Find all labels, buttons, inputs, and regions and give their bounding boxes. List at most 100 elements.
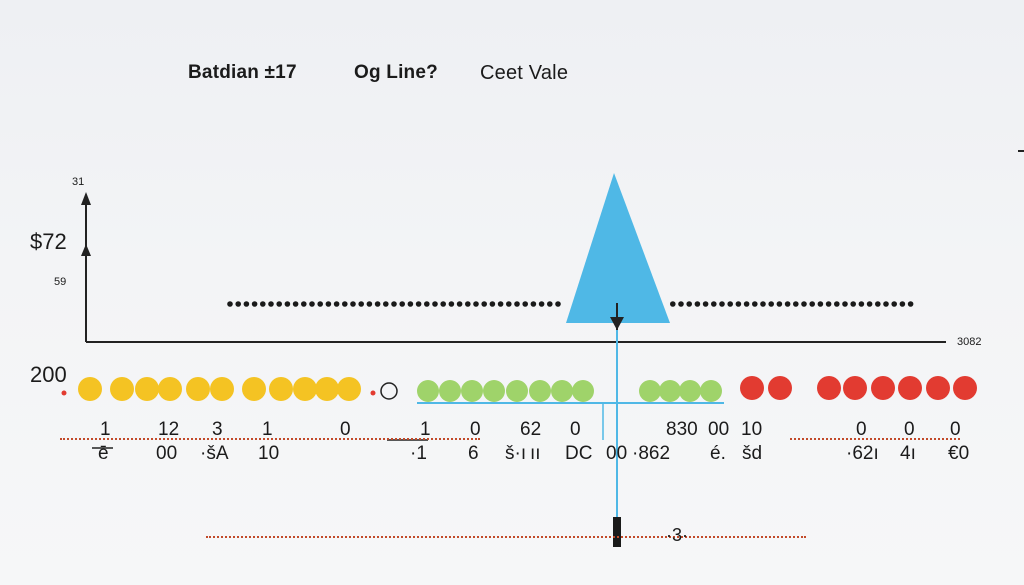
threshold-dot (514, 301, 520, 307)
threshold-dot (243, 301, 250, 307)
row-label-top: 1 (100, 419, 111, 440)
threshold-dot (760, 301, 766, 307)
threshold-dot (448, 301, 455, 307)
orange-dotted-row-top-right (790, 438, 960, 440)
row-label-bottom: ·62ı (846, 443, 879, 464)
threshold-dot (506, 301, 512, 307)
threshold-dot (866, 301, 873, 307)
threshold-dot (522, 301, 528, 307)
dotted-threshold-line (227, 301, 914, 307)
y-axis-top-tick: 31 (72, 176, 85, 188)
pointer-base (613, 517, 621, 547)
threshold-dot (260, 301, 266, 307)
threshold-dot (366, 301, 373, 307)
threshold-dot (473, 301, 479, 307)
row-label-top: 10 (741, 419, 763, 440)
row-label-top: 12 (158, 419, 180, 440)
yellow-dot (158, 377, 182, 401)
row-label-bottom: šd (742, 443, 763, 464)
threshold-dot (817, 301, 824, 307)
threshold-dot (465, 301, 471, 307)
threshold-dot (686, 301, 692, 307)
row-label-bottom: 6 (468, 443, 479, 464)
row-label-top: 1 (262, 419, 273, 440)
green-dot (461, 380, 483, 402)
threshold-dot (752, 301, 758, 307)
small-red-marker (370, 390, 376, 396)
green-dot (417, 380, 439, 402)
threshold-dot (227, 301, 233, 307)
threshold-dot (407, 301, 414, 307)
threshold-dot (317, 301, 324, 307)
red-dot (871, 376, 895, 400)
header-left-title: Batdian ±17 (188, 62, 297, 83)
threshold-dot (415, 301, 422, 307)
red-dots (740, 376, 977, 400)
threshold-dot (284, 301, 291, 307)
threshold-dot (333, 301, 340, 307)
red-dot (898, 376, 922, 400)
row-label-bottom: é. (710, 443, 726, 464)
small-red-markers (61, 390, 376, 396)
threshold-dot (711, 301, 717, 307)
threshold-dot (678, 301, 684, 307)
threshold-dot (801, 301, 807, 307)
yellow-dot (293, 377, 317, 401)
threshold-dot (538, 301, 545, 307)
threshold-dot (424, 301, 430, 307)
threshold-dot (670, 301, 676, 307)
row-label-top: 830 (666, 419, 698, 440)
row-label-bottom: ē (98, 443, 109, 464)
red-dot (843, 376, 867, 400)
green-dot (439, 380, 461, 402)
green-dot (679, 380, 701, 402)
threshold-dot (325, 301, 332, 307)
threshold-dot (834, 301, 840, 307)
yellow-dot (110, 377, 134, 401)
green-dot (529, 380, 551, 402)
blue-triangle-marker (566, 173, 670, 323)
row-label-bottom: 00 (156, 443, 178, 464)
red-dot (953, 376, 977, 400)
threshold-dot (292, 301, 299, 307)
row-label-top: 1 (420, 419, 431, 440)
threshold-dot (456, 301, 463, 307)
threshold-dot (907, 301, 914, 307)
x-axis-end-label: 3082 (957, 336, 982, 348)
red-dot (926, 376, 950, 400)
small-red-marker (61, 390, 67, 396)
threshold-dot (374, 301, 381, 307)
threshold-dot (235, 301, 241, 307)
green-dot (700, 380, 722, 402)
green-dot (551, 380, 573, 402)
green-dot (572, 380, 594, 402)
threshold-dot (875, 301, 881, 307)
row-label-top: 0 (950, 419, 961, 440)
threshold-dot (489, 301, 496, 307)
threshold-dot (776, 301, 783, 307)
red-dot (740, 376, 764, 400)
threshold-dot (301, 301, 307, 307)
yellow-dot (269, 377, 293, 401)
y-axis-arrow-top (81, 192, 91, 205)
header-right-title: Ceet Vale (480, 62, 569, 84)
row-label-bottom: ·šA (200, 443, 229, 464)
row-label-bottom: ·862 (632, 443, 671, 464)
red-dot (768, 376, 792, 400)
threshold-dot (793, 301, 799, 307)
threshold-dot (432, 301, 438, 307)
yellow-dot (242, 377, 266, 401)
row-label-bottom: š·ı (505, 443, 527, 464)
threshold-dot (555, 301, 561, 307)
y-axis-base-label: 200 (30, 362, 67, 387)
threshold-dot (530, 301, 537, 307)
threshold-dot (858, 301, 865, 307)
threshold-dot (547, 301, 553, 307)
row-label-bottom: 10 (258, 443, 280, 464)
row-label-bottom: 00 (606, 443, 628, 464)
threshold-dot (899, 301, 906, 307)
green-dot (506, 380, 528, 402)
green-dot (483, 380, 505, 402)
row-label-bottom: DC (565, 443, 593, 464)
open-circle-marker (380, 382, 398, 400)
